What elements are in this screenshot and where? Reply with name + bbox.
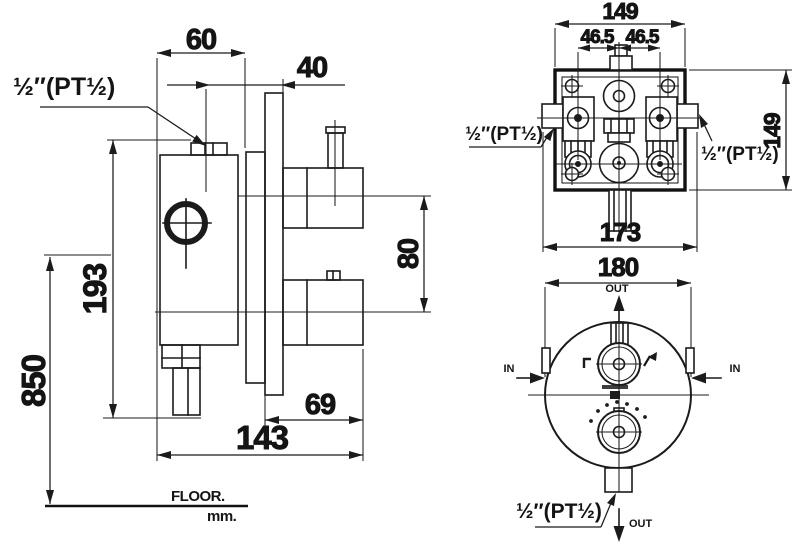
shower-mode-icon [582,357,591,368]
screw-crosshair-icon [162,198,212,269]
dim-69-text: 69 [305,389,336,421]
bottom-pipe [608,189,632,232]
in-right-text: IN [730,363,741,375]
bottom-outlet-block [282,270,364,346]
dimension-46-5: 46.5 46.5 [578,27,661,52]
side-connection-label: ½″(PT½) [13,73,206,146]
plan-connection-left-text: ½″(PT½) [465,124,543,145]
dim-180-text: 180 [598,252,639,282]
plan-connection-right-text: ½″(PT½) [701,144,779,165]
valve-body [159,154,239,346]
left-supply-pipe [541,103,564,129]
dimension-40: 40 [167,52,345,192]
dimension-60: 60 [156,24,246,461]
in-left-text: IN [504,363,515,375]
flow-out-bottom: OUT [613,508,653,542]
dimension-69: 69 [264,349,364,461]
dim-193-text: 193 [77,264,113,315]
dim-850-text: 850 [15,355,52,407]
flow-in-right: IN [691,363,741,384]
dim-40-text: 40 [297,52,327,84]
dimension-80: 80 [393,196,428,312]
dimension-143: 143 [157,419,363,459]
dim-80-text: 80 [393,239,425,269]
plan-connection-label-right: ½″(PT½) [699,114,779,165]
side-connection-text: ½″(PT½) [13,73,115,101]
right-inlet-tab [685,347,695,374]
plan-view: 149 46.5 46.5 173 149 [465,0,792,252]
mounting-plate-outer [264,92,284,396]
top-outlet-block [282,120,364,229]
out-top-text: OUT [605,283,629,295]
floor-reference: FLOOR. mm. [45,488,248,525]
left-inlet-tab [541,347,551,374]
front-view: 180 [504,252,741,542]
lever-icon [643,352,657,367]
plan-connection-label-left: ½″(PT½) [465,124,554,148]
corner-screw-icons [561,75,679,185]
flow-out-top: OUT [605,283,629,324]
units-label: mm. [207,508,237,525]
dim-46-5-left-text: 46.5 [581,27,615,48]
flow-in-left: IN [504,363,545,384]
dim-60-text: 60 [186,24,216,56]
side-view: 60 40 193 850 [13,24,431,525]
dimension-173: 173 [542,132,698,252]
floor-label: FLOOR. [171,488,225,505]
bottom-elbow [161,344,201,416]
dimension-149-top: 149 [554,0,686,67]
dimension-149-right: 149 [689,69,792,191]
dim-149-right-text: 149 [759,113,785,149]
front-connection-label: ½″(PT½) [516,493,616,528]
mounting-plate-inner [245,151,266,384]
top-port-stub [190,142,228,156]
dim-46-5-right-text: 46.5 [626,27,660,48]
dim-173-text: 173 [600,217,641,247]
right-supply-pipe [676,103,699,129]
dim-149-top-text: 149 [602,0,638,24]
front-connection-text: ½″(PT½) [516,500,602,523]
out-bottom-text: OUT [629,518,653,530]
dim-143-text: 143 [236,419,289,456]
dimension-193: 193 [77,139,201,419]
dimension-850: 850 [15,254,111,504]
